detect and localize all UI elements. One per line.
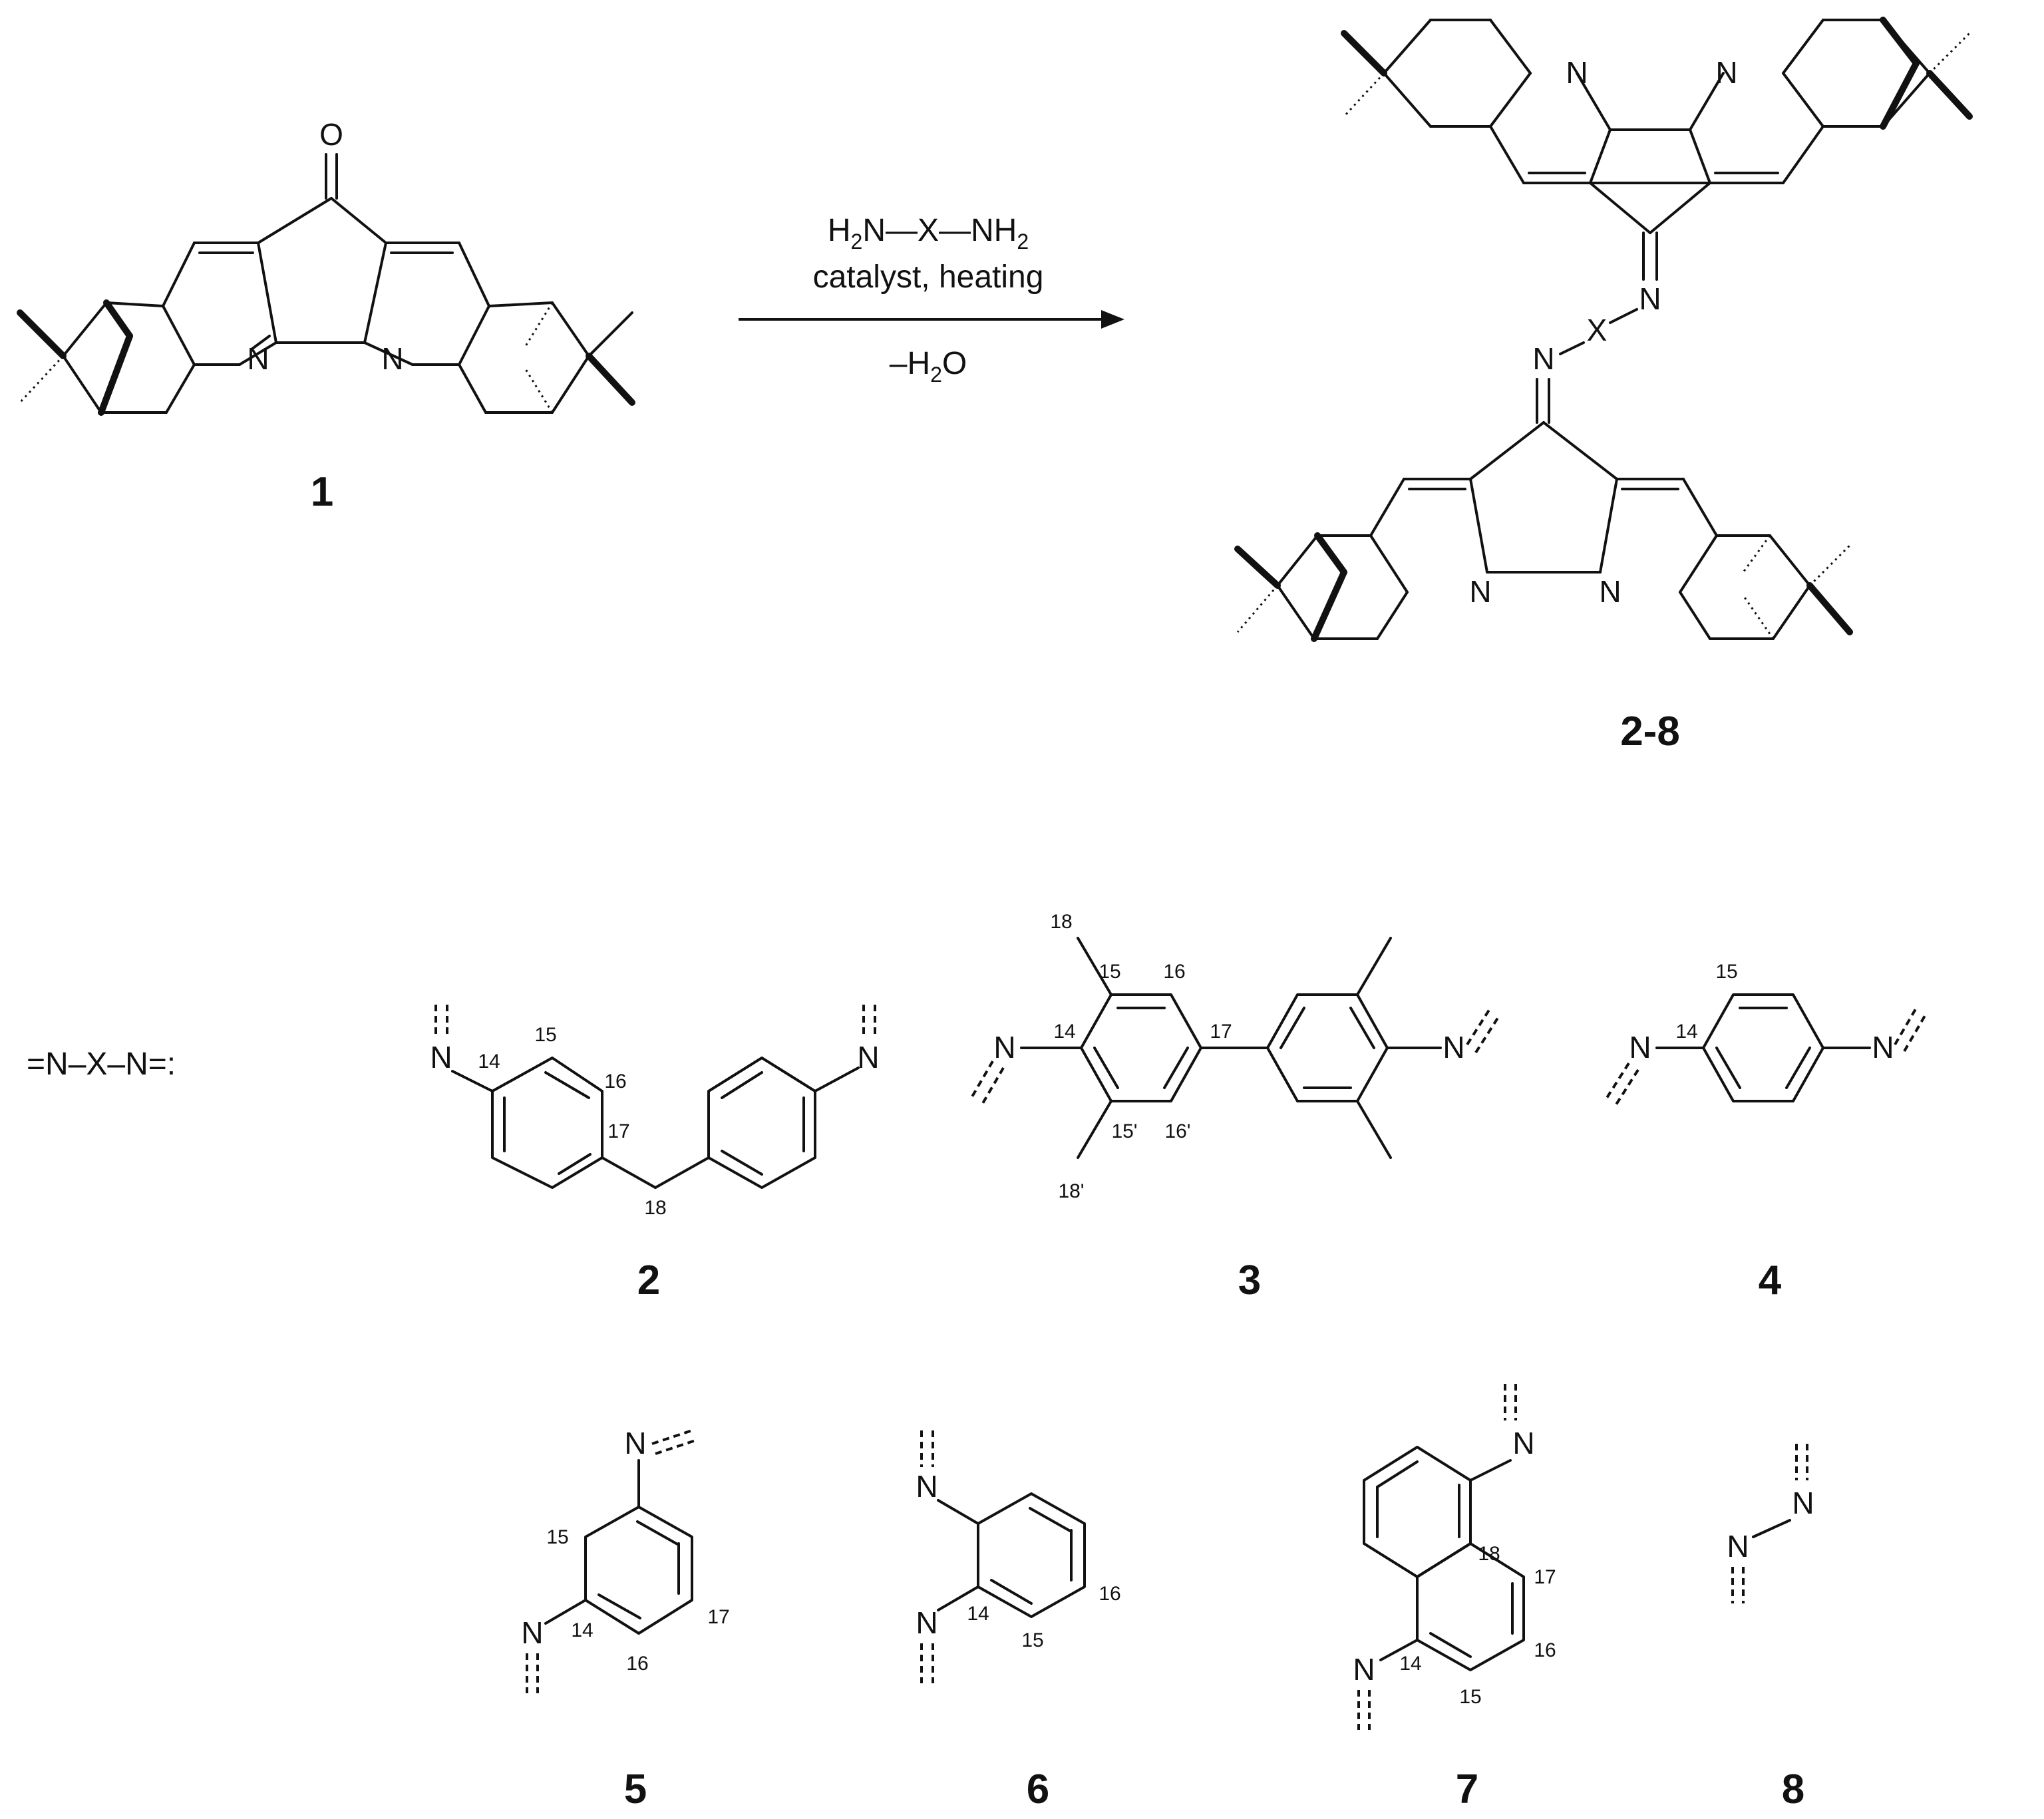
linker-7-structure: N N 18 17 16 14 15	[1353, 1384, 1556, 1730]
compound-label-6: 6	[1027, 1766, 1049, 1812]
atom-number: 17	[1534, 1566, 1556, 1588]
reaction-byproduct: –H2O	[890, 346, 967, 387]
nitrogen-atom: N	[857, 1040, 879, 1075]
nitrogen-atom: N	[1629, 1030, 1651, 1065]
atom-number: 16	[626, 1653, 648, 1675]
product-top-unit: N N N X N	[1341, 17, 1973, 376]
linker-2-structure: N N 14 15 16 17 18	[430, 1005, 880, 1219]
atom-number: 14	[1675, 1021, 1697, 1043]
compound-label-5: 5	[624, 1766, 647, 1812]
atom-number: 18	[644, 1197, 666, 1219]
compound-label-4: 4	[1759, 1257, 1782, 1303]
nitrogen-atom: N	[1792, 1486, 1814, 1520]
linker-6-structure: N N 14 16 15	[916, 1430, 1121, 1683]
compound-1-structure: O	[17, 117, 635, 416]
nitrogen-atom: N	[247, 341, 269, 376]
nitrogen-atom: N	[1566, 55, 1588, 90]
compound-label-product: 2-8	[1620, 709, 1680, 754]
reaction-arrow	[739, 310, 1124, 329]
nitrogen-atom: N	[521, 1615, 543, 1650]
atom-number: 16	[1099, 1583, 1120, 1605]
nitrogen-atom: N	[916, 1605, 937, 1640]
atom-number: 15'	[1111, 1120, 1137, 1142]
linker-definition: =N–X–N=:	[27, 1047, 176, 1082]
atom-number: 14	[1399, 1653, 1421, 1675]
atom-number: 14	[967, 1603, 989, 1625]
atom-number: 14	[478, 1051, 500, 1073]
atom-number: 16	[604, 1071, 626, 1092]
product-bottom-unit: N N	[1234, 378, 1853, 642]
compound-label-1: 1	[311, 469, 333, 515]
atom-number: 18	[1478, 1543, 1500, 1565]
nitrogen-atom: N	[1469, 574, 1491, 609]
linker-5-structure: N N 15 14 17 16	[521, 1426, 730, 1693]
atom-number: 14	[571, 1619, 593, 1641]
nitrogen-atom: N	[993, 1030, 1015, 1065]
atom-number: 16	[1163, 961, 1185, 983]
compound-label-2: 2	[637, 1257, 660, 1303]
oxygen-atom: O	[319, 117, 343, 152]
reaction-conditions: catalyst, heating	[813, 259, 1044, 295]
linker-3-structure: N N 18 15 16 14 17 15' 16' 18'	[970, 911, 1500, 1202]
nitrogen-atom: N	[381, 341, 403, 376]
atom-number: 17	[707, 1606, 729, 1628]
nitrogen-atom: N	[1353, 1652, 1375, 1687]
atom-number: 15	[1459, 1686, 1481, 1708]
compound-label-7: 7	[1456, 1766, 1478, 1812]
atom-number: 15	[1021, 1629, 1043, 1651]
atom-number: 18	[1050, 911, 1072, 933]
atom-number: 16'	[1164, 1120, 1190, 1142]
atom-number: 15	[546, 1526, 568, 1548]
nitrogen-atom: N	[1512, 1426, 1534, 1460]
atom-number: 15	[1099, 961, 1120, 983]
nitrogen-atom: N	[1715, 55, 1737, 90]
linker-x: X	[1587, 313, 1608, 347]
imine-nitrogen: N	[1532, 341, 1554, 376]
atom-number: 17	[1210, 1021, 1232, 1043]
nitrogen-atom: N	[1872, 1030, 1894, 1065]
nitrogen-atom: N	[1727, 1529, 1749, 1564]
nitrogen-atom: N	[624, 1426, 646, 1460]
nitrogen-atom: N	[916, 1469, 937, 1504]
atom-number: 18'	[1058, 1180, 1084, 1202]
imine-nitrogen: N	[1639, 281, 1661, 316]
nitrogen-atom: N	[430, 1040, 452, 1075]
compound-label-8: 8	[1782, 1766, 1804, 1812]
compound-label-3: 3	[1238, 1257, 1261, 1303]
reagent-formula: H2N—X—NH2	[828, 213, 1029, 253]
nitrogen-atom: N	[1443, 1030, 1464, 1065]
atom-number: 16	[1534, 1639, 1556, 1661]
atom-number: 14	[1053, 1021, 1075, 1043]
nitrogen-atom: N	[1599, 574, 1621, 609]
linker-4-structure: N N 15 14	[1606, 961, 1927, 1106]
atom-number: 15	[1715, 961, 1737, 983]
atom-number: 15	[534, 1024, 556, 1046]
atom-number: 17	[607, 1120, 629, 1142]
linker-8-structure: N N	[1727, 1444, 1814, 1603]
